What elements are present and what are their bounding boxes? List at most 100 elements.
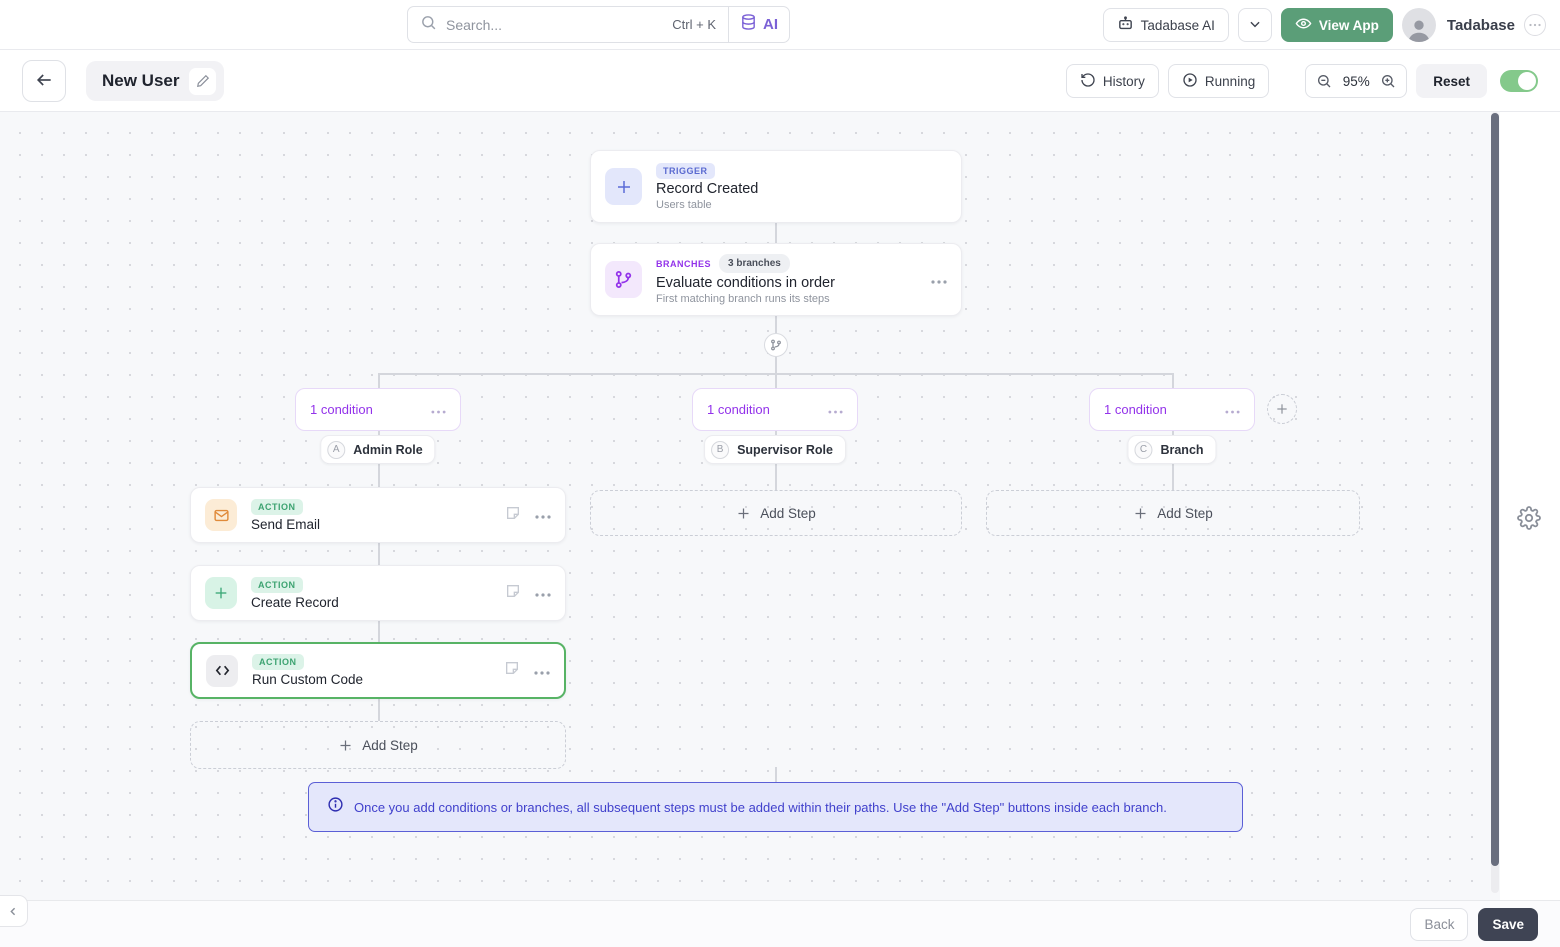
- info-icon: [327, 796, 344, 818]
- more-options-icon[interactable]: [535, 584, 551, 602]
- history-button[interactable]: History: [1065, 64, 1159, 98]
- more-options-icon[interactable]: [1225, 401, 1240, 419]
- add-branch-button[interactable]: [1267, 394, 1297, 424]
- vertical-scrollbar[interactable]: [1491, 112, 1499, 893]
- note-icon[interactable]: [505, 505, 521, 526]
- connector: [378, 621, 380, 642]
- play-circle-icon: [1182, 72, 1198, 91]
- collapse-sidebar-button[interactable]: [0, 895, 28, 927]
- action-badge: ACTION: [251, 498, 303, 515]
- branches-badge: BRANCHES: [656, 258, 712, 269]
- save-label: Save: [1492, 917, 1524, 932]
- database-ai-icon: [740, 13, 757, 36]
- branch-name: Supervisor Role: [737, 442, 833, 457]
- branch-name: Branch: [1160, 442, 1204, 457]
- branches-text: BRANCHES 3 branches Evaluate conditions …: [656, 254, 835, 305]
- trigger-text: TRIGGER Record Created Users table: [656, 162, 758, 211]
- pencil-icon: [196, 74, 210, 87]
- scrollbar-thumb[interactable]: [1491, 113, 1499, 866]
- connector: [378, 699, 380, 721]
- connector: [775, 373, 777, 388]
- settings-gear-icon[interactable]: [1517, 506, 1541, 535]
- email-icon: [205, 499, 237, 531]
- condition-box-supervisor[interactable]: 1 condition: [692, 388, 858, 431]
- trigger-badge: TRIGGER: [656, 162, 715, 179]
- trigger-subtitle: Users table: [656, 198, 712, 211]
- history-label: History: [1102, 73, 1145, 89]
- action-card-send-email[interactable]: ACTION Send Email: [190, 487, 566, 543]
- search-box[interactable]: Ctrl + K: [408, 7, 728, 42]
- trigger-plus-icon: [605, 168, 642, 205]
- plus-icon: [205, 577, 237, 609]
- plus-icon: [340, 740, 351, 750]
- branch-pill-supervisor-role[interactable]: B Supervisor Role: [704, 435, 846, 464]
- connector: [378, 373, 380, 388]
- reset-button[interactable]: Reset: [1416, 64, 1487, 98]
- action-card-create-record[interactable]: ACTION Create Record: [190, 565, 566, 621]
- reset-label: Reset: [1433, 73, 1470, 89]
- eye-icon: [1295, 15, 1312, 35]
- plus-icon: [1277, 404, 1287, 414]
- connector: [378, 543, 380, 565]
- running-status-button[interactable]: Running: [1167, 64, 1270, 98]
- action-title: Run Custom Code: [252, 672, 364, 687]
- action-card-run-custom-code[interactable]: ACTION Run Custom Code: [190, 642, 566, 699]
- header-right: Tadabase AI View App Tadabase: [1102, 0, 1546, 50]
- avatar[interactable]: [1401, 8, 1436, 42]
- account-menu-icon[interactable]: [1524, 14, 1546, 36]
- action-badge: ACTION: [251, 576, 303, 593]
- more-options-icon[interactable]: [931, 271, 947, 289]
- info-banner: Once you add conditions or branches, all…: [308, 782, 1243, 832]
- plus-icon: [738, 508, 749, 518]
- toggle-knob: [1518, 72, 1536, 90]
- view-app-label: View App: [1318, 17, 1379, 33]
- save-button[interactable]: Save: [1478, 908, 1538, 941]
- account-name: Tadabase: [1446, 16, 1515, 34]
- note-icon[interactable]: [505, 583, 521, 604]
- action-title: Send Email: [251, 516, 321, 532]
- note-icon[interactable]: [504, 660, 520, 681]
- branch-letter: C: [1134, 440, 1153, 459]
- add-step-label: Add Step: [1157, 505, 1213, 521]
- connector: [775, 357, 777, 373]
- add-step-label: Add Step: [760, 505, 816, 521]
- tadabase-ai-button[interactable]: Tadabase AI: [1102, 8, 1229, 42]
- add-step-button-admin[interactable]: Add Step: [190, 721, 566, 769]
- branches-node[interactable]: BRANCHES 3 branches Evaluate conditions …: [590, 243, 962, 316]
- branch-pill-admin-role[interactable]: A Admin Role: [320, 435, 436, 464]
- chevron-down-icon: [1248, 17, 1262, 34]
- condition-label: 1 condition: [707, 402, 770, 417]
- more-options-icon[interactable]: [828, 401, 843, 419]
- zoom-control: 95%: [1305, 64, 1408, 98]
- arrow-left-icon: [34, 70, 54, 93]
- back-arrow-button[interactable]: [22, 60, 66, 102]
- branch-pill-branch[interactable]: C Branch: [1127, 435, 1217, 464]
- running-label: Running: [1204, 73, 1256, 89]
- condition-box-admin[interactable]: 1 condition: [295, 388, 461, 431]
- more-options-icon[interactable]: [431, 401, 446, 419]
- zoom-in-button[interactable]: [1380, 73, 1396, 89]
- header-dropdown-button[interactable]: [1237, 8, 1272, 42]
- workflow-active-toggle[interactable]: [1500, 70, 1538, 92]
- trigger-node[interactable]: TRIGGER Record Created Users table: [590, 150, 962, 223]
- connector: [775, 316, 777, 333]
- search-input[interactable]: [446, 16, 664, 33]
- branch-count-badge: 3 branches: [719, 254, 790, 273]
- workflow-title-pill: New User: [86, 61, 225, 101]
- more-options-icon[interactable]: [535, 506, 551, 524]
- more-options-icon[interactable]: [534, 662, 550, 680]
- ai-search-button[interactable]: AI: [728, 7, 789, 42]
- back-button[interactable]: Back: [1410, 908, 1469, 941]
- condition-label: 1 condition: [310, 402, 373, 417]
- robot-icon: [1117, 15, 1134, 35]
- add-step-button-branch[interactable]: Add Step: [986, 490, 1360, 536]
- view-app-button[interactable]: View App: [1280, 8, 1393, 42]
- branches-subtitle: First matching branch runs its steps: [656, 293, 830, 305]
- edit-title-button[interactable]: [189, 67, 217, 95]
- search-icon: [420, 14, 437, 36]
- workflow-canvas[interactable]: TRIGGER Record Created Users table BRANC…: [0, 112, 1560, 900]
- zoom-out-button[interactable]: [1316, 73, 1332, 89]
- add-step-button-supervisor[interactable]: Add Step: [590, 490, 962, 536]
- condition-box-branch[interactable]: 1 condition: [1089, 388, 1255, 431]
- ai-label: AI: [763, 16, 778, 33]
